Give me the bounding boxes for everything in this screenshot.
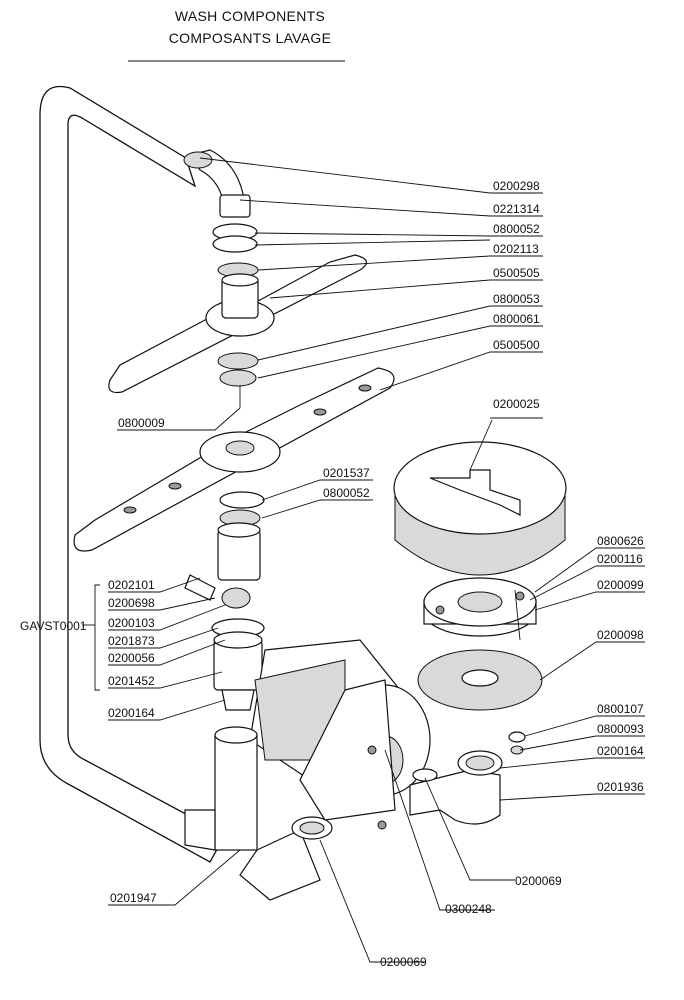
label-0200069-bottom: 0200069 [380, 955, 427, 969]
label-0200025: 0200025 [493, 397, 540, 411]
label-0201947: 0201947 [110, 891, 157, 905]
filter-basket [393, 441, 567, 576]
label-0800052-top: 0800052 [493, 222, 540, 236]
label-0800052-mid: 0800052 [323, 486, 370, 500]
label-0800009: 0800009 [118, 416, 165, 430]
leader-lines [82, 157, 645, 963]
label-0201936: 0201936 [597, 780, 644, 794]
label-0200116: 0200116 [597, 552, 643, 566]
label-0200164-left: 0200164 [108, 706, 155, 720]
label-0200056: 0200056 [108, 651, 155, 665]
gasket [417, 649, 543, 711]
label-0200164-right: 0200164 [597, 744, 644, 758]
outlet-elbow [409, 731, 526, 825]
label-0200069-right: 0200069 [515, 874, 562, 888]
sump-t-pipe [184, 726, 333, 901]
label-0800053: 0800053 [493, 292, 540, 306]
label-0800626: 0800626 [597, 534, 644, 548]
label-0200103: 0200103 [108, 616, 155, 630]
label-0200298: 0200298 [493, 179, 540, 193]
central-riser [184, 522, 265, 711]
pump-motor [249, 639, 431, 830]
label-0202113: 0202113 [493, 242, 539, 256]
seal-rings-0800052 [212, 223, 259, 278]
label-0201873: 0201873 [108, 634, 155, 648]
label-0200099: 0200099 [597, 578, 644, 592]
title-english: WASH COMPONENTS [174, 8, 326, 24]
label-0500505: 0500505 [493, 266, 540, 280]
label-0300248: 0300248 [445, 902, 492, 916]
top-elbow-0221314 [183, 149, 251, 218]
part-labels: 0200298 0221314 0800052 0202113 0500505 … [20, 179, 644, 969]
label-0202101: 0202101 [108, 578, 155, 592]
label-0201537: 0201537 [323, 466, 370, 480]
label-0200698: 0200698 [108, 596, 155, 610]
label-0500500: 0500500 [493, 338, 540, 352]
filter-flange [423, 577, 537, 641]
label-0800061: 0800061 [493, 312, 540, 326]
upper-spray-arm [108, 254, 367, 408]
title-french: COMPOSANTS LAVAGE [168, 30, 332, 46]
label-0201452: 0201452 [108, 674, 155, 688]
label-0221314: 0221314 [493, 202, 540, 216]
lower-spray-arm [73, 367, 395, 552]
label-0800093: 0800093 [597, 722, 644, 736]
label-0800107: 0800107 [597, 702, 644, 716]
label-0200098: 0200098 [597, 628, 644, 642]
label-GAVST0001: GAVST0001 [20, 619, 87, 633]
